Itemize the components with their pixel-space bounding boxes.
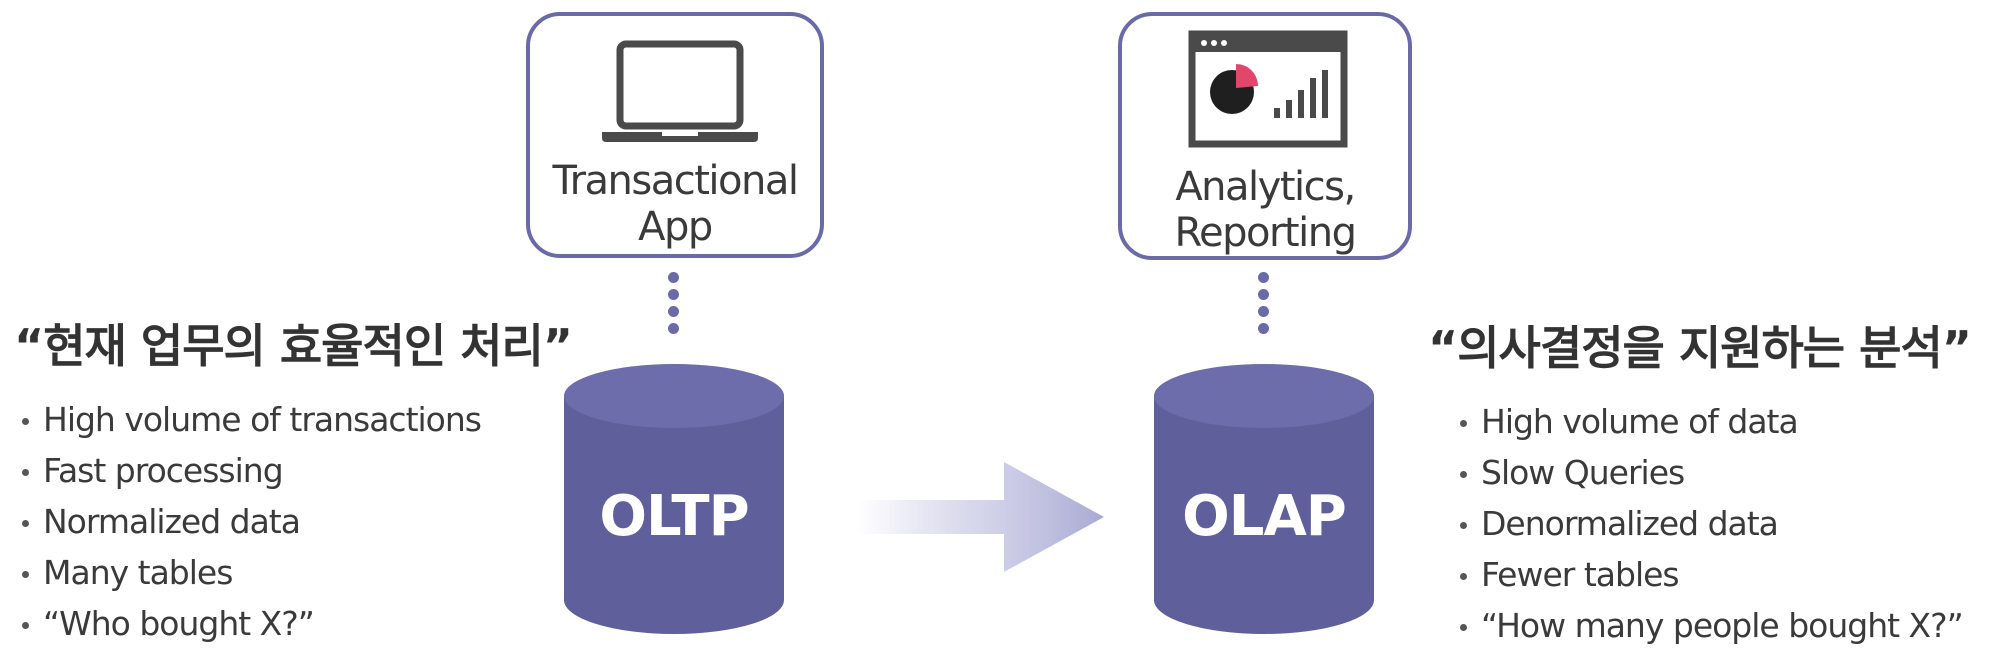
- list-item: High volume of data: [1456, 396, 1963, 447]
- list-item: “How many people bought X?”: [1456, 600, 1964, 651]
- analytics-reporting-box: Analytics, Reporting: [1118, 12, 1412, 260]
- analytics-label-line1: Analytics,: [1175, 164, 1356, 210]
- list-item: Fast processing: [18, 445, 481, 496]
- list-item: Many tables: [18, 547, 481, 598]
- list-item: Slow Queries: [1456, 447, 1963, 498]
- oltp-heading: “현재 업무의 효율적인 처리”: [14, 319, 573, 373]
- right-arrow-icon: [858, 462, 1108, 576]
- transactional-app-label-line1: Transactional: [552, 158, 799, 204]
- list-item: Fewer tables: [1456, 549, 1963, 600]
- olap-characteristics-list: High volume of data Slow Queries Denorma…: [1456, 396, 1964, 651]
- olap-label: OLAP: [1182, 484, 1347, 549]
- list-item: “Who bought X?”: [18, 598, 481, 649]
- left-dotted-connector: [668, 272, 680, 340]
- olap-heading: “의사결정을 지원하는 분석”: [1428, 321, 1972, 375]
- dashboard-chart-icon: [1188, 30, 1348, 148]
- oltp-characteristics-list: High volume of transactions Fast process…: [18, 394, 482, 649]
- list-item: Normalized data: [18, 496, 481, 547]
- transactional-app-box: Transactional App: [526, 12, 824, 258]
- olap-database-icon: OLAP: [1150, 362, 1378, 638]
- laptop-icon: [598, 36, 762, 148]
- right-dotted-connector: [1258, 272, 1270, 340]
- transactional-app-label-line2: App: [638, 204, 713, 250]
- oltp-database-icon: OLTP: [560, 362, 788, 638]
- oltp-label: OLTP: [599, 484, 749, 549]
- list-item: High volume of transactions: [18, 394, 482, 445]
- analytics-label-line2: Reporting: [1174, 210, 1357, 256]
- list-item: Denormalized data: [1456, 498, 1963, 549]
